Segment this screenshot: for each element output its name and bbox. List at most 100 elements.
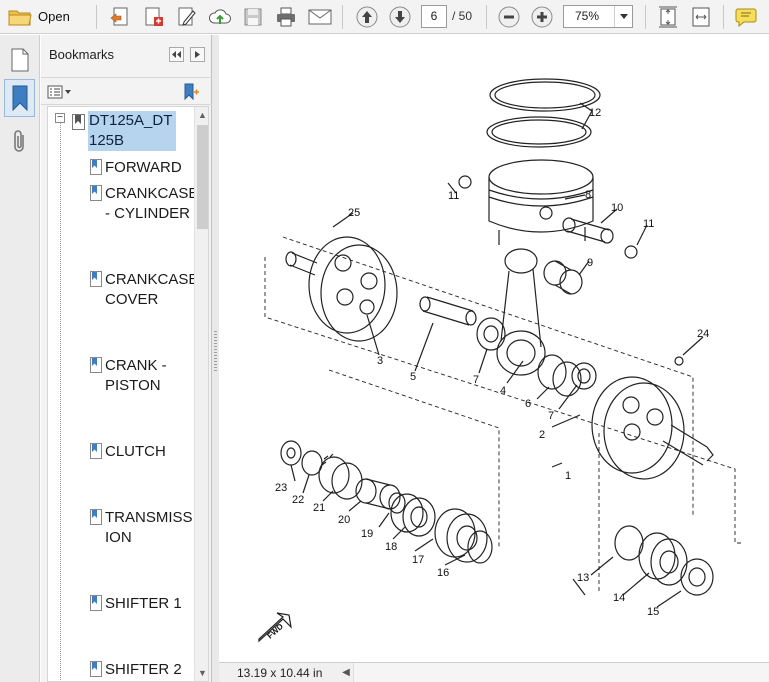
piston xyxy=(488,159,594,245)
panel-splitter[interactable] xyxy=(212,35,219,682)
email-button[interactable] xyxy=(306,4,334,29)
toolbar-separator xyxy=(342,5,343,29)
page-total: / 50 xyxy=(452,9,473,23)
bookmark-item-root[interactable]: DT125A_DT125B xyxy=(48,111,192,155)
toolbar-separator xyxy=(645,5,646,29)
part-label-7b: 7 xyxy=(548,410,554,422)
print-button[interactable] xyxy=(273,4,299,29)
bookmark-label: SHIFTER 2 xyxy=(105,661,182,678)
oil-seal-16 xyxy=(467,530,493,564)
document-view: 12 8 11 10 11 25 9 3 5 7 4 6 7 24 2 1 23… xyxy=(219,35,769,662)
bookmarks-panel-button[interactable] xyxy=(4,79,35,117)
bookmark-tree: − DT125A_DT125B FORWARD CRANKCASE - CYLI… xyxy=(47,106,209,682)
paperclip-icon xyxy=(13,130,24,152)
zoom-in-button[interactable] xyxy=(529,4,555,29)
bookmark-icon xyxy=(90,443,102,465)
bookmarks-toolbar xyxy=(41,77,212,105)
new-bookmark-button[interactable] xyxy=(182,83,200,101)
zoom-select[interactable]: 75% xyxy=(563,5,633,28)
open-label: Open xyxy=(38,9,70,24)
bookmark-root-icon xyxy=(72,114,85,136)
save-button[interactable] xyxy=(240,4,266,29)
bookmark-item-transmission[interactable]: TRANSMISSION xyxy=(48,508,193,552)
oil-seal-15 xyxy=(680,558,714,596)
part-label-15: 15 xyxy=(647,606,659,618)
bearing-18 xyxy=(390,493,436,537)
bookmark-label: CRANK - PISTON xyxy=(105,357,167,394)
big-end-bearing xyxy=(537,354,582,397)
bookmark-item-shifter-2[interactable]: SHIFTER 2 xyxy=(48,660,192,681)
bookmark-icon xyxy=(90,509,102,531)
toolbar-separator xyxy=(723,5,724,29)
attachments-panel-button[interactable] xyxy=(4,123,35,161)
fit-page-button[interactable] xyxy=(655,4,681,29)
bookmark-item-shifter-1[interactable]: SHIFTER 1 xyxy=(48,594,192,616)
part-label-23: 23 xyxy=(275,482,287,494)
double-chevron-left-icon xyxy=(172,51,181,58)
bookmark-item-crankcase-cover[interactable]: CRANKCASE COVER xyxy=(48,270,198,314)
bookmark-icon xyxy=(90,271,102,293)
bookmark-label: CLUTCH xyxy=(105,443,166,460)
options-menu-button[interactable] xyxy=(47,83,73,100)
bookmark-item-clutch[interactable]: CLUTCH xyxy=(48,442,192,464)
collapse-panel-button[interactable] xyxy=(169,47,184,62)
chevron-right-icon xyxy=(195,51,200,58)
bookmark-icon xyxy=(12,85,27,111)
bookmark-icon xyxy=(90,159,102,181)
save-icon xyxy=(244,8,262,25)
thrust-washer-lower xyxy=(571,362,597,390)
upload-icon xyxy=(208,8,231,24)
washer-22 xyxy=(301,450,323,476)
scrollbar-thumb[interactable] xyxy=(197,125,208,229)
fit-width-button[interactable] xyxy=(688,4,714,29)
tree-line xyxy=(60,123,61,681)
open-button[interactable]: Open xyxy=(8,4,70,29)
part-label-20: 20 xyxy=(338,514,350,526)
navigation-rail xyxy=(0,35,40,682)
bookmark-label: FORWARD xyxy=(105,159,182,176)
part-label-6: 6 xyxy=(525,398,531,410)
scroll-down-icon[interactable]: ▼ xyxy=(198,668,207,678)
scroll-left-icon[interactable]: ◀ xyxy=(342,667,350,678)
bookmark-label: DT125A_DT125B xyxy=(88,111,176,151)
toolbar: Open 6 / 50 75% xyxy=(0,0,769,34)
upload-button[interactable] xyxy=(207,4,233,29)
fit-page-icon xyxy=(659,6,677,27)
zoom-value: 75% xyxy=(575,9,600,23)
crank-right-half xyxy=(591,376,714,480)
chevron-down-icon[interactable] xyxy=(614,6,632,27)
part-label-25: 25 xyxy=(348,207,360,219)
part-label-5: 5 xyxy=(410,371,416,383)
bookmark-icon xyxy=(90,185,102,207)
bookmark-scrollbar[interactable]: ▲ ▼ xyxy=(194,107,208,681)
bookmark-item-forward[interactable]: FORWARD xyxy=(48,158,192,180)
print-icon xyxy=(277,7,295,26)
part-label-9: 9 xyxy=(587,257,593,269)
prev-page-icon xyxy=(356,6,378,27)
create-pdf-button[interactable] xyxy=(108,4,134,29)
zoom-out-button[interactable] xyxy=(496,4,522,29)
bookmark-label: SHIFTER 1 xyxy=(105,595,182,612)
exploded-parts-diagram: 12 8 11 10 11 25 9 3 5 7 4 6 7 24 2 1 23… xyxy=(258,78,741,643)
part-label-14: 14 xyxy=(613,592,625,604)
splitter-grip[interactable] xyxy=(214,331,217,371)
bookmark-item-crank-piston[interactable]: CRANK - PISTON xyxy=(48,356,192,400)
part-label-16: 16 xyxy=(437,567,449,579)
prev-page-button[interactable] xyxy=(354,4,380,29)
expand-panel-button[interactable] xyxy=(190,47,205,62)
scroll-up-icon[interactable]: ▲ xyxy=(198,110,207,120)
next-page-button[interactable] xyxy=(387,4,413,29)
comment-edit-button[interactable] xyxy=(174,4,200,29)
page-number-input[interactable]: 6 xyxy=(421,5,447,28)
fit-width-icon xyxy=(692,7,710,26)
part-label-11: 11 xyxy=(448,190,459,202)
edit-pdf-button[interactable] xyxy=(141,4,167,29)
bearing-14 xyxy=(638,532,688,586)
crank-pin xyxy=(419,296,477,326)
horizontal-scrollbar[interactable] xyxy=(353,663,769,682)
pages-panel-button[interactable] xyxy=(4,41,35,79)
collapse-toggle[interactable]: − xyxy=(55,113,65,123)
comment-icon xyxy=(735,8,757,27)
comment-button[interactable] xyxy=(733,4,759,29)
bookmark-item-crankcase-cylinder[interactable]: CRANKCASE - CYLINDER xyxy=(48,184,198,228)
